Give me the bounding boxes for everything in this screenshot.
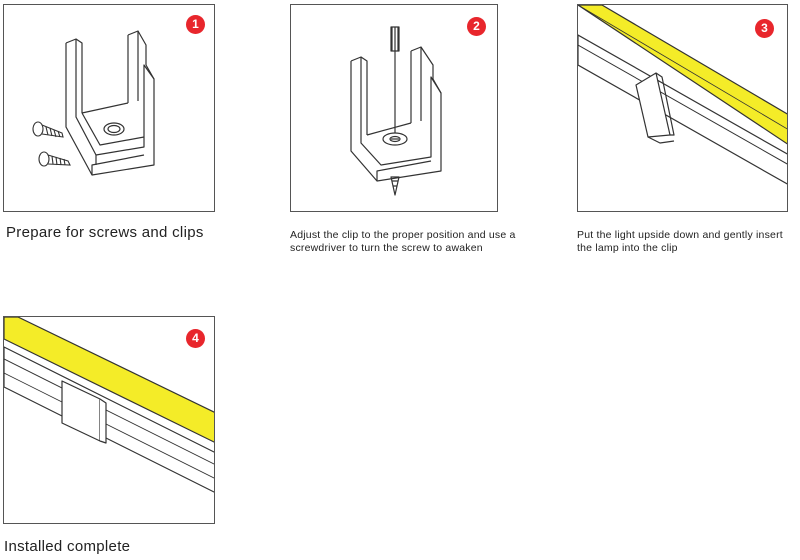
step-4-panel: 4	[3, 316, 215, 524]
step-3-caption: Put the light upside down and gently ins…	[577, 229, 783, 254]
installed-lamp-illustration	[4, 317, 214, 493]
step-2-panel: 2	[290, 4, 498, 212]
step-2-caption: Adjust the clip to the proper position a…	[290, 229, 516, 254]
step-1-panel: 1	[3, 4, 215, 212]
clip-and-screws-illustration	[32, 30, 155, 176]
step-1-caption: Prepare for screws and clips	[6, 224, 204, 241]
step-number-badge: 3	[755, 19, 774, 38]
step-number-badge: 2	[467, 17, 486, 36]
screwdriver-clip-illustration	[350, 26, 442, 196]
step-number-badge: 1	[186, 15, 205, 34]
screw-icon	[38, 151, 71, 167]
lamp-insert-illustration	[578, 5, 787, 185]
step-3-panel: 3	[577, 4, 788, 212]
step-number-badge: 4	[186, 329, 205, 348]
step-4-caption: Installed complete	[4, 538, 131, 555]
screw-icon	[32, 121, 64, 138]
